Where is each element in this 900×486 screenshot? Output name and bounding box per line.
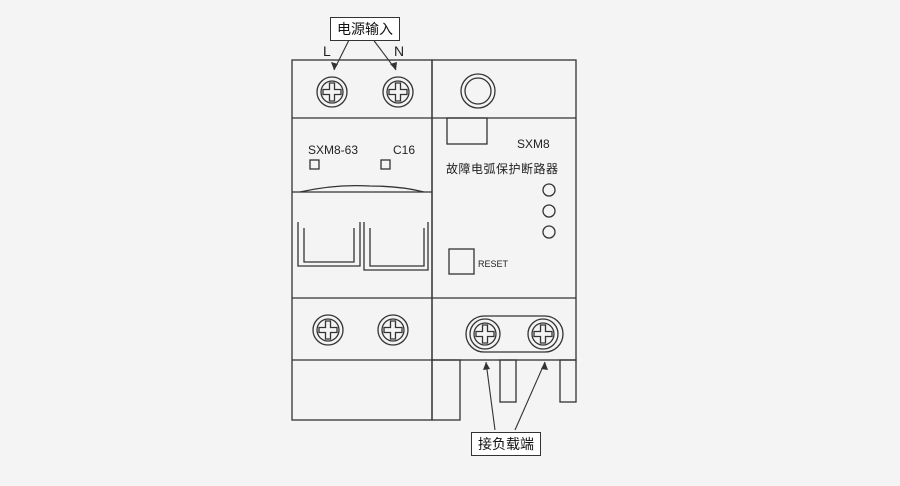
terminal-screw-icon bbox=[377, 314, 409, 346]
afdd-name-label: 故障电弧保护断路器 bbox=[446, 162, 559, 176]
indicator-square-right bbox=[380, 159, 391, 170]
test-button[interactable] bbox=[460, 73, 496, 109]
toggle-left bbox=[297, 222, 361, 267]
power-input-callout: 电源输入 bbox=[330, 17, 400, 41]
terminal-screw-icon bbox=[312, 314, 344, 346]
led-indicator bbox=[542, 225, 556, 239]
breaker-rating-label: C16 bbox=[393, 143, 416, 157]
indicator-square-left bbox=[309, 159, 320, 170]
terminal-screw-icon bbox=[316, 76, 348, 108]
load-terminal-plate bbox=[465, 315, 564, 353]
reset-label: RESET bbox=[478, 259, 509, 269]
terminal-L-label: L bbox=[323, 43, 331, 59]
breaker-model-label: SXM8-63 bbox=[308, 143, 359, 157]
led-indicator bbox=[542, 204, 556, 218]
reset-button[interactable] bbox=[448, 248, 475, 275]
led-indicator bbox=[542, 183, 556, 197]
mcb-body bbox=[291, 59, 433, 421]
afdd-model-label: SXM8 bbox=[517, 137, 550, 151]
terminal-screw-icon bbox=[527, 318, 559, 350]
afdd-window bbox=[446, 117, 488, 145]
terminal-screw-icon bbox=[469, 318, 501, 350]
terminal-screw-icon bbox=[382, 76, 414, 108]
terminal-N-label: N bbox=[394, 43, 405, 59]
toggle-right bbox=[363, 222, 429, 271]
load-terminal-callout: 接负载端 bbox=[471, 432, 541, 456]
